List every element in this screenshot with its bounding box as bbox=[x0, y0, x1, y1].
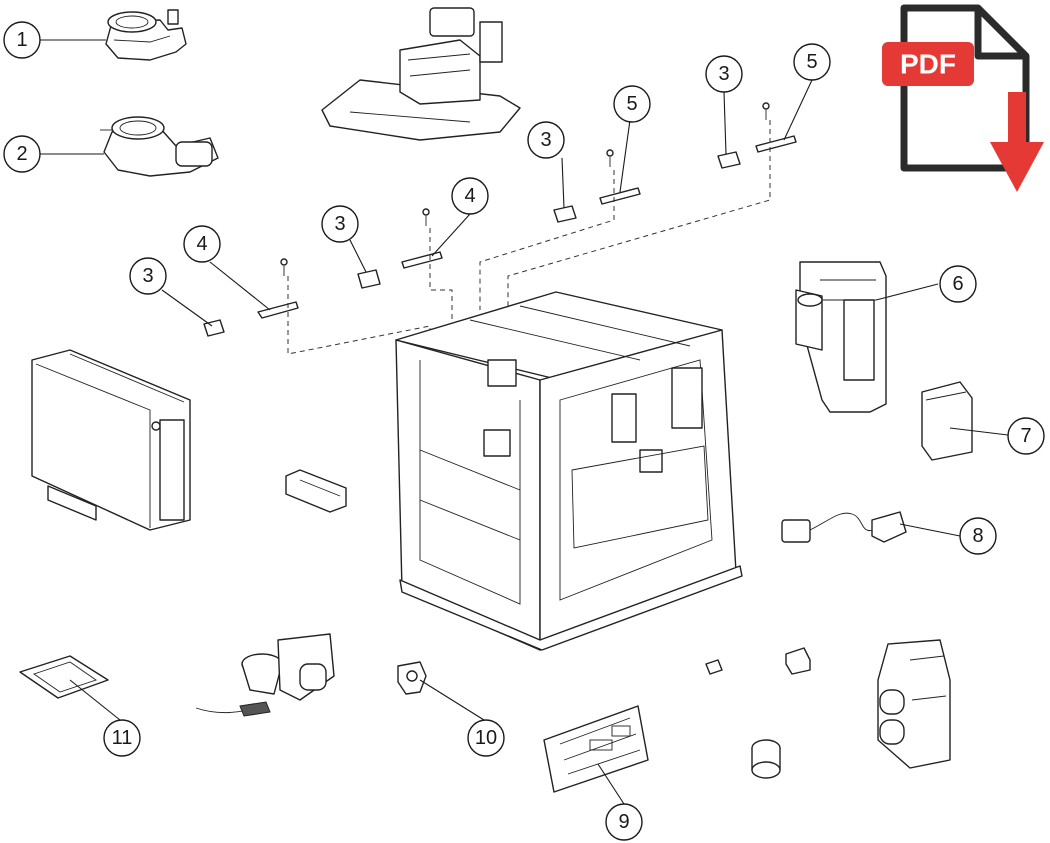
callout-8: 8 bbox=[959, 517, 997, 555]
part-brew-unit-6 bbox=[795, 261, 887, 413]
part-control-box-7 bbox=[921, 381, 973, 461]
pdf-label: PDF bbox=[900, 49, 956, 80]
part-main-chassis bbox=[395, 291, 743, 651]
bracket-5b bbox=[755, 102, 797, 153]
callout-3a: 3 bbox=[129, 257, 167, 295]
part-valve-10 bbox=[397, 661, 427, 695]
bracket-4a bbox=[257, 258, 299, 319]
part-dispenser-assembly bbox=[195, 633, 335, 717]
download-arrow-shaft bbox=[1008, 92, 1026, 148]
svg-text:7: 7 bbox=[1020, 425, 1031, 447]
svg-text:5: 5 bbox=[626, 93, 637, 115]
svg-text:2: 2 bbox=[16, 143, 27, 165]
part-grinder-unit-1 bbox=[105, 9, 187, 61]
svg-text:8: 8 bbox=[972, 525, 983, 547]
download-arrow-icon bbox=[990, 142, 1044, 192]
part-small-block bbox=[785, 647, 811, 675]
callout-3d: 3 bbox=[705, 55, 743, 93]
callout-4a: 4 bbox=[183, 225, 221, 263]
leader-lines bbox=[40, 39, 1009, 805]
svg-text:3: 3 bbox=[718, 63, 729, 85]
callout-6: 6 bbox=[939, 265, 977, 303]
callout-2: 2 bbox=[3, 135, 41, 173]
bracket-5a bbox=[599, 149, 641, 205]
svg-text:9: 9 bbox=[618, 811, 629, 833]
svg-text:5: 5 bbox=[806, 51, 817, 73]
part-grinder-motor-2 bbox=[100, 116, 219, 177]
part-top-cover-assembly bbox=[321, 7, 521, 141]
svg-text:11: 11 bbox=[112, 727, 133, 749]
svg-text:10: 10 bbox=[475, 727, 497, 749]
clip-3c bbox=[553, 205, 577, 223]
callout-10: 10 bbox=[467, 719, 505, 757]
part-capacitor bbox=[751, 739, 781, 779]
callout-5b: 5 bbox=[793, 43, 831, 81]
pdf-download-icon[interactable]: PDF bbox=[882, 4, 1044, 192]
callout-5a: 5 bbox=[613, 85, 651, 123]
svg-text:4: 4 bbox=[196, 233, 207, 255]
clip-3b bbox=[357, 269, 381, 289]
part-power-cord-8 bbox=[781, 511, 907, 543]
callout-3b: 3 bbox=[321, 205, 359, 243]
svg-text:6: 6 bbox=[952, 273, 963, 295]
svg-text:3: 3 bbox=[334, 213, 345, 235]
part-small-clip-lower bbox=[705, 659, 723, 675]
callout-3c: 3 bbox=[527, 121, 565, 159]
callout-4b: 4 bbox=[451, 177, 489, 215]
part-pump-assembly bbox=[877, 639, 951, 769]
part-side-panel bbox=[31, 349, 191, 531]
callout-7: 7 bbox=[1007, 417, 1045, 455]
part-filter-plate-11 bbox=[19, 655, 109, 699]
clip-3d bbox=[717, 151, 741, 169]
part-circuit-board-9 bbox=[543, 705, 649, 793]
pdf-badge bbox=[882, 42, 974, 86]
part-drip-insert bbox=[285, 469, 347, 513]
bracket-4b bbox=[401, 208, 443, 269]
callout-9: 9 bbox=[605, 803, 643, 841]
assembly-dashed-lines bbox=[287, 120, 771, 360]
svg-text:4: 4 bbox=[464, 185, 475, 207]
callout-11: 11 bbox=[103, 719, 141, 757]
svg-text:1: 1 bbox=[16, 29, 27, 51]
svg-text:3: 3 bbox=[142, 265, 153, 287]
callout-1: 1 bbox=[3, 21, 41, 59]
svg-text:3: 3 bbox=[540, 129, 551, 151]
